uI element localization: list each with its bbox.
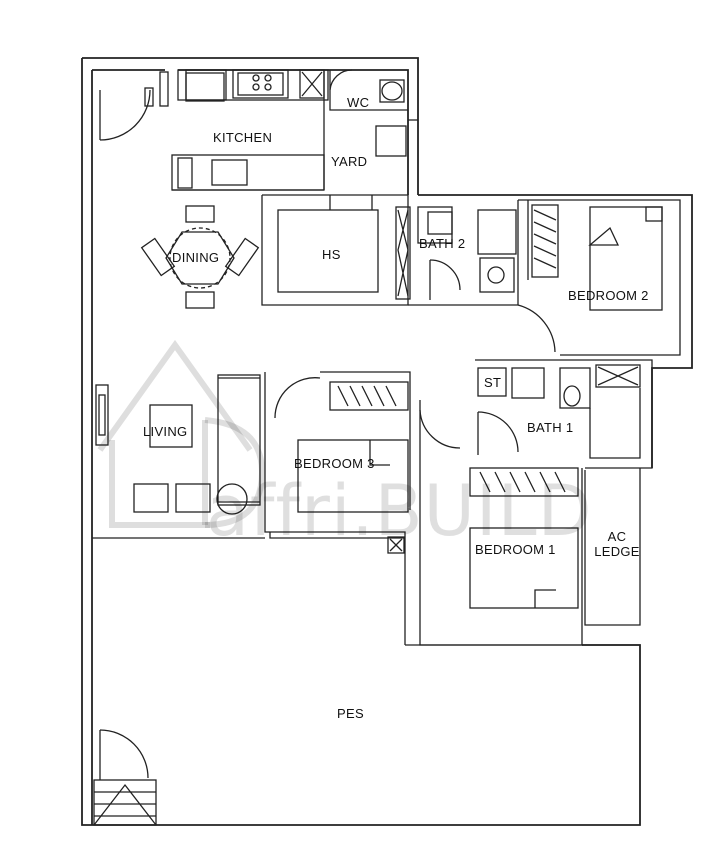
room-label-dining: DINING <box>172 250 220 265</box>
room-label-living: LIVING <box>143 424 188 439</box>
room-label-wc: WC <box>347 95 370 110</box>
bedroom3-walls <box>264 371 411 645</box>
dining-set <box>140 205 260 309</box>
bath2-walls <box>395 200 519 306</box>
bedroom2-walls <box>517 199 681 356</box>
watermark-logo <box>97 339 266 528</box>
exterior-walls <box>81 57 693 826</box>
room-label-ac-ledge-line2: LEDGE <box>594 544 640 559</box>
ac-ledge <box>584 468 641 626</box>
room-label-bath1: BATH 1 <box>527 420 574 435</box>
room-label-yard: YARD <box>331 154 368 169</box>
room-label-bedroom3: BEDROOM 3 <box>294 456 375 471</box>
wc-yard-walls <box>323 69 418 190</box>
room-label-bath2: BATH 2 <box>419 236 466 251</box>
room-label-kitchen: KITCHEN <box>213 130 273 145</box>
mep-box <box>387 536 405 554</box>
room-label-hs: HS <box>322 247 341 262</box>
pes-area <box>92 532 640 826</box>
entry-door <box>99 71 169 141</box>
room-label-ac-ledge-line1: AC <box>607 529 627 544</box>
kitchen-counters <box>171 69 329 191</box>
room-label-bedroom1: BEDROOM 1 <box>475 542 556 557</box>
room-label-pes: PES <box>337 706 364 721</box>
bath1-walls <box>475 359 653 469</box>
living-furniture <box>95 374 261 515</box>
room-label-bedroom2: BEDROOM 2 <box>568 288 649 303</box>
room-label-st: ST <box>484 375 502 390</box>
watermark-text: affri.BUILD <box>206 470 593 552</box>
